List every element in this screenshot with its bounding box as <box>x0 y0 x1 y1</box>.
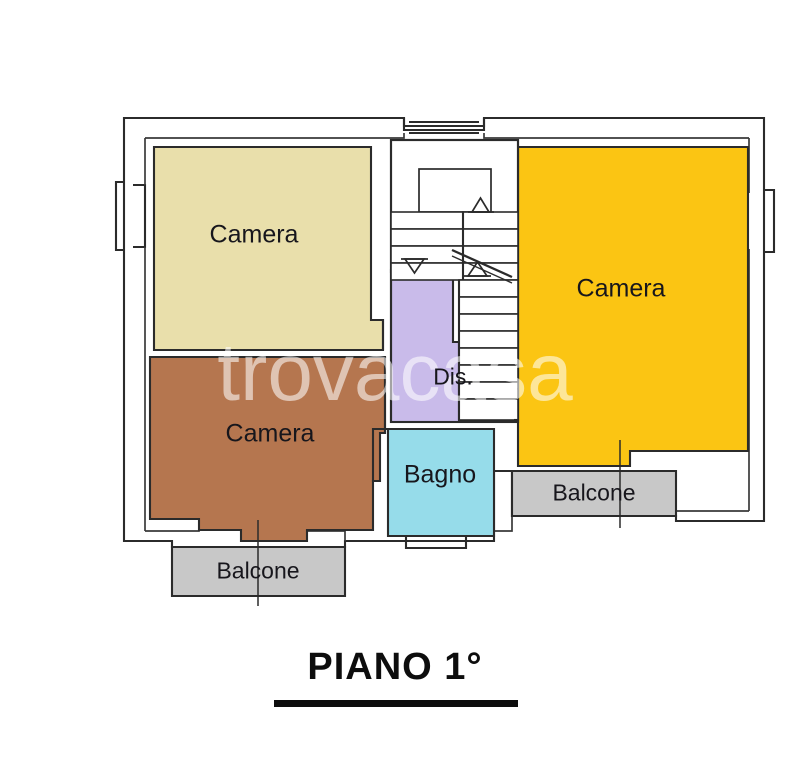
page-title-underline <box>274 700 518 707</box>
room-outline-balcone-right <box>510 469 678 518</box>
page-title: PIANO 1° <box>307 646 483 688</box>
stair-treads-right <box>458 211 519 421</box>
door-openings <box>371 318 518 550</box>
room-fill-disimpegno <box>391 270 518 422</box>
balcony-center-marks <box>257 440 621 606</box>
room-fill-camera-right <box>518 147 748 466</box>
stair-break-line <box>451 248 513 279</box>
room-fill-bagno <box>388 429 494 536</box>
room-outline-balcone-bottom <box>170 545 347 598</box>
stair-upper-landing <box>418 168 492 213</box>
room-outline-camera-right <box>516 145 750 468</box>
stair-treads-left <box>390 211 464 281</box>
staircase <box>389 138 520 424</box>
rooms-layer <box>150 147 748 596</box>
room-outline-bagno <box>386 427 496 538</box>
stair-break-line-2 <box>451 255 513 284</box>
room-fill-camera-top-left <box>154 147 383 350</box>
room-fill-camera-bottom-left <box>150 357 385 541</box>
room-fill-balcone-right <box>512 471 676 516</box>
